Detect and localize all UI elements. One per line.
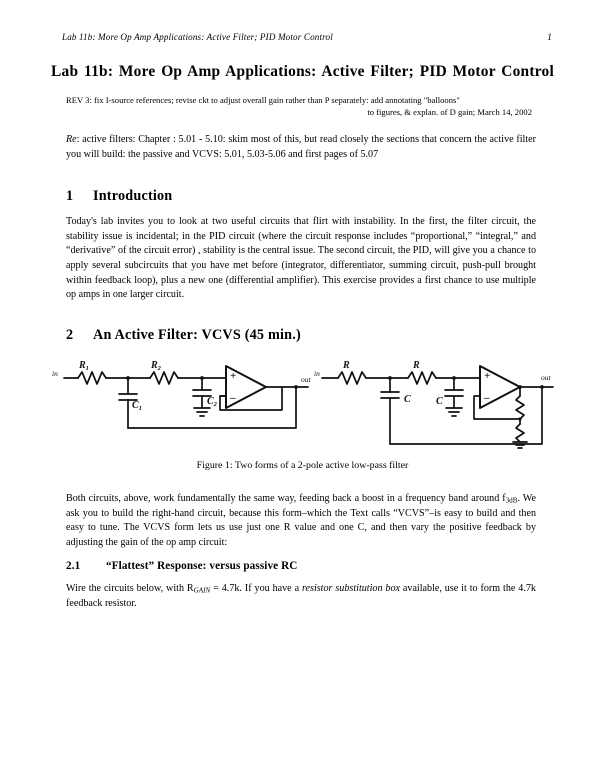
paragraph-both-circuits-part2: . We ask you to build the right-hand cir… [66, 493, 536, 549]
right-c2-label: C [436, 396, 443, 407]
page-number: 1 [547, 33, 552, 43]
right-r1-label: R [342, 360, 350, 371]
left-r2-label: R2 [150, 360, 162, 372]
figure-1-caption: Figure 1: Two forms of a 2-pole active l… [196, 460, 409, 471]
revision-note: REV 3: fix I-source references; revise c… [66, 94, 536, 118]
running-header-title: Lab 11b: More Op Amp Applications: Activ… [62, 32, 333, 42]
heading-flattest-response-text: “Flattest” Response: versus passive RC [106, 560, 298, 572]
heading-flattest-response: 2.1 “Flattest” Response: versus passive R… [66, 560, 298, 572]
heading-active-filter-number: 2 [66, 327, 74, 343]
paragraph-wire-part2: = 4.7k. If you have a [210, 583, 302, 594]
heading-flattest-response-number: 2.1 [66, 560, 81, 572]
paragraph-wire-part1: Wire the circuits below, with R [66, 583, 194, 594]
reading-assignment: Re: active filters: Chapter : 5.01 - 5.1… [66, 133, 536, 163]
figure-1-circuit-drawing: + – in R1 R2 C1 C2 out [52, 360, 554, 449]
right-output-label: out [541, 373, 552, 382]
left-output-label: out [301, 375, 312, 384]
paragraph-wire-emphasis: resistor substitution box [301, 583, 400, 594]
running-header: Lab 11b: More Op Amp Applications: Activ… [62, 32, 552, 43]
revision-line-2: to figures, & explan. of D gain; March 1… [367, 107, 532, 118]
heading-introduction: 1 Introduction [66, 188, 172, 205]
paragraph-both-circuits: Both circuits, above, work fundamentally… [66, 492, 536, 551]
heading-active-filter: 2 An Active Filter: VCVS (45 min.) [66, 327, 301, 344]
revision-line-1: REV 3: fix I-source references; revise c… [66, 95, 460, 105]
right-opamp-minus-sign: – [483, 392, 490, 404]
right-r2-label: R [412, 360, 420, 371]
paragraph-introduction: Today's lab invites you to look at two u… [66, 216, 536, 301]
right-c1-label: C [404, 394, 411, 405]
heading-introduction-number: 1 [66, 188, 74, 204]
reading-label: Re [66, 134, 77, 145]
paragraph-both-circuits-part1: Both circuits, above, work fundamentally… [66, 493, 506, 504]
right-opamp-plus-sign: + [484, 370, 490, 382]
left-input-label: in [52, 369, 58, 378]
paragraph-wire-circuits: Wire the circuits below, with RGAIN = 4.… [66, 582, 536, 611]
left-c2-label: C2 [207, 396, 218, 408]
right-input-label: in [314, 369, 320, 378]
page-title: Lab 11b: More Op Amp Applications: Activ… [51, 63, 554, 80]
rgain-subscript: GAIN [193, 586, 211, 595]
left-opamp-minus-sign: – [229, 392, 236, 404]
heading-active-filter-text: An Active Filter: VCVS (45 min.) [93, 327, 301, 343]
left-r1-label: R1 [78, 360, 89, 372]
paragraph-wire-part3: available, use it to form the 4.7k feedb… [66, 583, 536, 609]
heading-introduction-text: Introduction [93, 188, 173, 204]
left-c1-label: C1 [132, 400, 142, 412]
figure-1: + – in R1 R2 C1 C2 out [50, 356, 555, 481]
left-opamp-plus-sign: + [230, 370, 236, 382]
reading-text: : active filters: Chapter : 5.01 - 5.10:… [66, 134, 536, 160]
f3db-subscript: 3dB [505, 496, 518, 505]
